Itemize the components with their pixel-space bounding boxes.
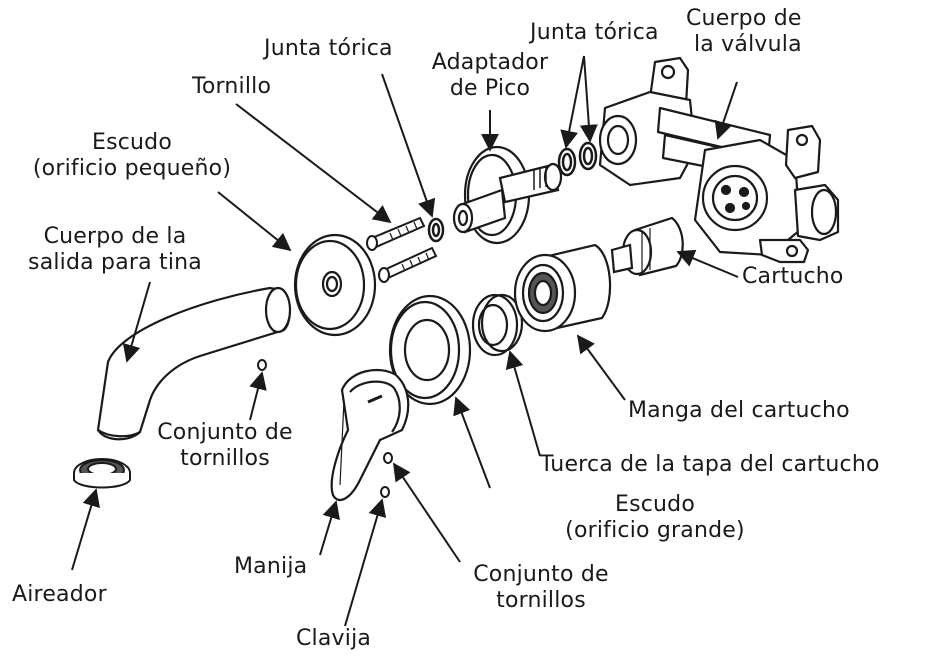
spout-body-part — [96, 286, 292, 441]
spout-adapter-part — [452, 145, 563, 245]
set-screw-spout-part — [257, 359, 267, 371]
label-escudo-pequeno: Escudo (orificio pequeño) — [14, 130, 250, 182]
label-adaptador-pico-line1: Adaptador — [431, 50, 549, 75]
label-escudo-grande-line2: (orificio grande) — [565, 518, 745, 543]
label-cuerpo-salida-line1: Cuerpo de la — [43, 224, 187, 249]
label-conjunto-tornillos-spout-line2: tornillos — [180, 446, 270, 471]
label-escudo-pequeno-line2: (orificio pequeño) — [32, 156, 232, 181]
label-tornillo: Tornillo — [192, 74, 272, 99]
label-conjunto-tornillos-spout: Conjunto de tornillos — [140, 420, 310, 472]
label-cuerpo-salida: Cuerpo de la salida para tina — [8, 224, 222, 276]
aerator-part — [73, 458, 131, 489]
label-escudo-pequeno-line1: Escudo — [91, 130, 173, 155]
label-adaptador-pico-line2: de Pico — [449, 76, 531, 101]
pin-part — [380, 486, 390, 498]
o-rings-right-part — [557, 141, 598, 177]
label-tuerca-tapa: Tuerca de la tapa del cartucho — [540, 452, 880, 477]
cartridge-part — [610, 216, 684, 277]
label-clavija: Clavija — [296, 626, 372, 651]
label-escudo-grande-line1: Escudo — [614, 492, 696, 517]
label-adaptador-pico: Adaptador de Pico — [418, 50, 562, 102]
label-conjunto-tornillos-handle: Conjunto de tornillos — [456, 562, 626, 614]
label-cuerpo-valvula: Cuerpo de la válvula — [686, 6, 802, 58]
label-cuerpo-valvula-line1: Cuerpo de — [686, 6, 802, 31]
label-manija: Manija — [234, 554, 308, 579]
escutcheon-small-part — [293, 233, 377, 337]
label-conjunto-tornillos-handle-line1: Conjunto de — [473, 562, 609, 587]
label-cuerpo-valvula-line2: la válvula — [694, 32, 802, 57]
label-aireador: Aireador — [12, 582, 107, 607]
o-ring-left-part — [427, 217, 445, 243]
leader-lines — [71, 55, 739, 627]
set-screw-handle-part — [383, 452, 393, 464]
cartridge-sleeve-part — [513, 243, 612, 333]
label-escudo-grande: Escudo (orificio grande) — [550, 492, 760, 544]
label-manga-cartucho: Manga del cartucho — [628, 398, 850, 423]
label-junta-torica-left: Junta tórica — [264, 36, 393, 61]
screws-part — [366, 216, 438, 283]
label-junta-torica-right: Junta tórica — [530, 20, 659, 45]
label-conjunto-tornillos-handle-line2: tornillos — [496, 588, 586, 613]
valve-body-part — [598, 56, 840, 264]
escutcheon-large-part — [388, 294, 472, 406]
label-conjunto-tornillos-spout-line1: Conjunto de — [157, 420, 293, 445]
handle-part — [330, 368, 410, 502]
bonnet-nut-part — [471, 293, 524, 357]
label-cartucho: Cartucho — [742, 264, 844, 289]
label-cuerpo-salida-line2: salida para tina — [28, 250, 202, 275]
